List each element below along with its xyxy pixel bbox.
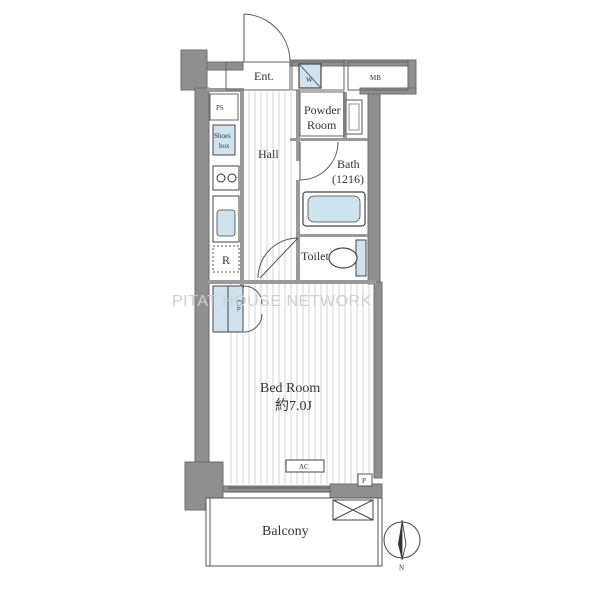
- label-bath: Bath: [337, 157, 360, 171]
- label-ps-top: PS: [216, 104, 224, 112]
- label-ps-bottom: P: [362, 477, 366, 485]
- label-bedroom: Bed Room: [260, 381, 320, 396]
- label-hall: Hall: [258, 147, 279, 161]
- label-bedroom-size: 約7.0J: [275, 398, 312, 414]
- powder-sink: [345, 99, 363, 135]
- toilet-bowl: [328, 247, 358, 269]
- label-closet: Clo.: [235, 300, 243, 312]
- label-washer: W: [306, 76, 313, 84]
- label-refrigerator: R: [222, 253, 230, 267]
- watermark: PITAT HOUSE NETWORK: [172, 293, 372, 310]
- toilet-door: [257, 237, 299, 279]
- hall-floor: [244, 92, 296, 288]
- bath-door: [299, 141, 339, 181]
- refrigerator: [212, 245, 240, 273]
- compass-north-label: N: [399, 564, 404, 572]
- label-shoes-1: Shoes: [214, 132, 231, 140]
- label-shoes-2: box: [219, 142, 230, 150]
- compass-icon: N: [383, 519, 421, 572]
- label-toilet: Toilet: [301, 249, 329, 263]
- label-powder-2: Room: [307, 118, 337, 132]
- label-bath-size: (1216): [332, 172, 364, 186]
- label-ac: AC: [299, 463, 309, 471]
- shoes-box: [212, 124, 236, 156]
- label-powder-1: Powder: [304, 103, 341, 117]
- bedroom-window: [228, 487, 330, 493]
- label-balcony: Balcony: [262, 524, 309, 539]
- room-outlines: [209, 61, 409, 137]
- label-mb: MB: [370, 74, 381, 82]
- entrance-door: [243, 13, 291, 62]
- ps-box-bottom: [357, 473, 373, 487]
- air-conditioner: [285, 459, 325, 473]
- interior-walls: [207, 88, 376, 288]
- walls: [180, 49, 417, 511]
- label-entrance: Ent.: [254, 69, 274, 83]
- bedroom-floor: [230, 284, 374, 484]
